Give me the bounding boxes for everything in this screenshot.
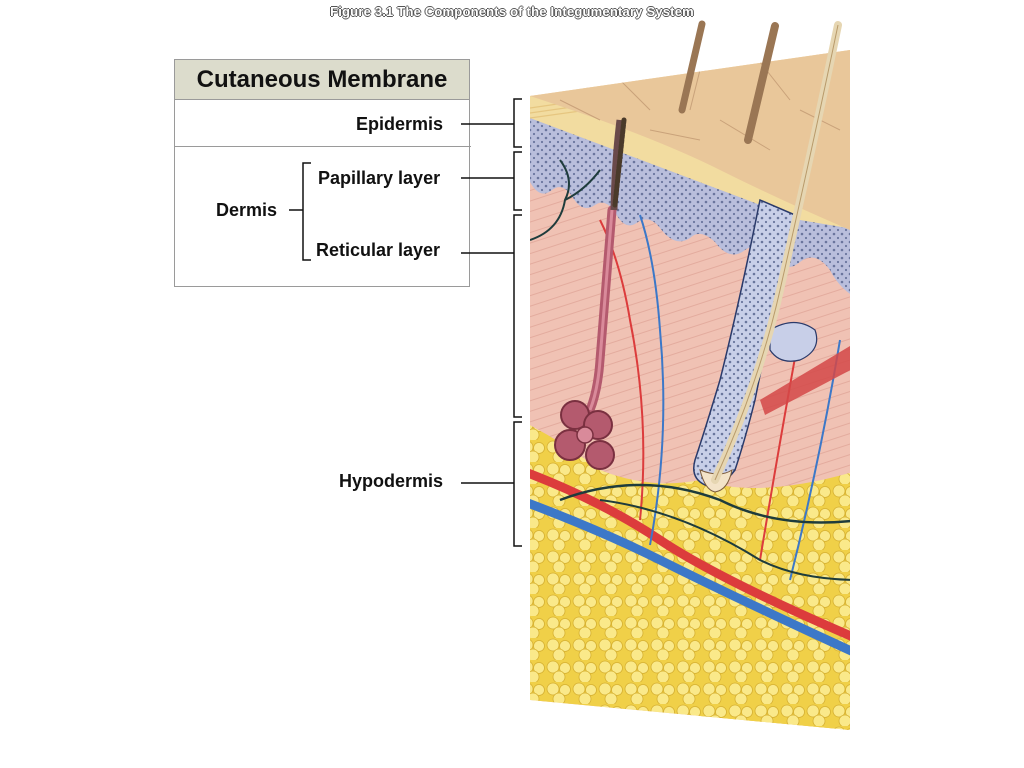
hair-follicle-dots — [693, 200, 795, 486]
label-papillary-layer: Papillary layer — [318, 168, 441, 188]
nerve-2 — [599, 499, 850, 581]
vein-branch — [639, 214, 665, 546]
bracket-reticular — [513, 214, 522, 418]
hair-3 — [612, 117, 627, 208]
legend-title: Cutaneous Membrane — [196, 65, 448, 93]
bracket-epidermis — [513, 98, 522, 148]
hypodermis-fat-lower — [700, 560, 850, 730]
hair-1 — [678, 20, 706, 114]
label-hypodermis: Hypodermis — [339, 471, 444, 491]
legend-header: Cutaneous Membrane — [175, 60, 469, 100]
label-epidermis: Epidermis — [356, 114, 444, 134]
sweat-gland-coil — [554, 400, 615, 470]
nerve-top — [530, 159, 601, 241]
legend-panel: Cutaneous Membrane — [174, 59, 471, 287]
sweat-gland-duct-inner — [588, 209, 614, 411]
bracket-hypodermis — [513, 421, 522, 547]
sebaceous-gland — [769, 321, 818, 362]
bracket-dermis — [302, 162, 311, 261]
bracket-papillary — [513, 151, 522, 211]
hair-2 — [744, 22, 779, 144]
figure-caption: Figure 3.1 The Components of the Integum… — [330, 4, 694, 19]
artery — [530, 465, 850, 645]
nerve — [559, 483, 850, 524]
legend-divider — [175, 146, 471, 147]
layer-brackets — [289, 98, 522, 547]
hair-shaft-edge — [714, 24, 839, 481]
label-reticular-layer: Reticular layer — [316, 240, 441, 260]
skin-surface — [530, 50, 850, 230]
vein — [530, 495, 850, 660]
arrector-pili-muscle — [760, 340, 850, 415]
artery-branch — [599, 219, 645, 521]
label-dermis: Dermis — [216, 200, 278, 220]
